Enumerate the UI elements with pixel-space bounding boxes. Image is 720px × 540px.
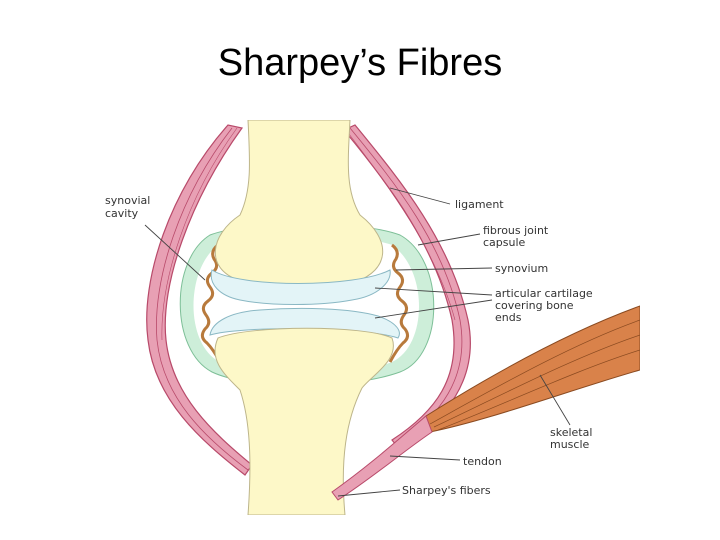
label-skeletal-muscle-2: muscle — [550, 438, 590, 451]
synovium-right — [388, 243, 410, 363]
leader-synovial-cavity — [144, 224, 206, 281]
leader-cartilage-upper — [374, 287, 493, 296]
leader-ligament — [389, 187, 451, 205]
leader-sharpeys-fibers — [337, 489, 401, 497]
lower-bone — [214, 327, 394, 515]
label-cartilage-2: covering bone — [495, 299, 574, 312]
label-cartilage-3: ends — [495, 311, 522, 324]
label-cartilage-1: articular cartilage — [495, 287, 593, 300]
label-ligament: ligament — [455, 198, 504, 211]
slide-title: Sharpey’s Fibres — [217, 42, 503, 84]
joint-diagram-svg: synovial cavity ligament fibrous joint c… — [105, 120, 640, 515]
label-sharpeys-fibers: Sharpey's fibers — [402, 484, 491, 497]
label-tendon: tendon — [463, 455, 502, 468]
label-skeletal-muscle-1: skeletal — [550, 426, 592, 439]
leader-skeletal-muscle — [539, 374, 571, 426]
label-synovium: synovium — [495, 262, 548, 275]
label-synovial-cavity-2: cavity — [105, 207, 139, 220]
synovium-left — [200, 243, 222, 363]
label-fibrous-capsule-1: fibrous joint — [483, 224, 549, 237]
leader-tendon — [389, 455, 461, 461]
upper-cartilage — [210, 269, 391, 305]
ligament-left — [146, 124, 253, 476]
leader-cartilage-lower — [374, 299, 493, 319]
leader-synovium — [395, 267, 493, 271]
leader-fibrous-capsule — [417, 233, 481, 246]
label-fibrous-capsule-2: capsule — [483, 236, 526, 249]
joint-diagram: synovial cavity ligament fibrous joint c… — [100, 120, 640, 515]
tendon — [331, 415, 433, 501]
label-synovial-cavity-1: synovial — [105, 194, 150, 207]
